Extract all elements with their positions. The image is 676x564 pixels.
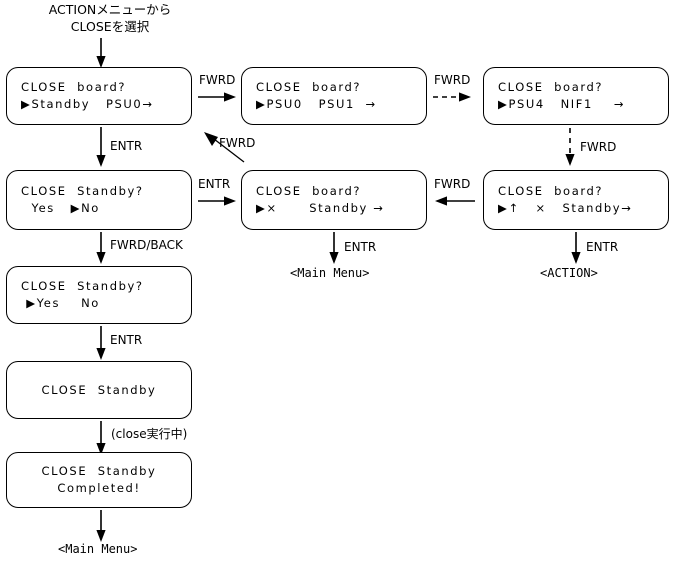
edge-label-entr-4: ENTR (586, 240, 619, 254)
arrow-return-fwrd-diagonal (200, 130, 248, 166)
terminal-action: <ACTION> (540, 266, 598, 280)
arrow-box3-to-box6-dashed (563, 128, 577, 166)
header-note-line1: ACTIONメニューから (48, 2, 172, 17)
arrow-note-to-box1 (94, 38, 108, 68)
lcd-line-2: ▶Standby PSU0→ (21, 97, 154, 111)
lcd-box-close-board-psu4-nif1[interactable]: CLOSE board? ▶PSU4 NIF1 → (483, 67, 669, 125)
lcd-box-close-standby-completed[interactable]: CLOSE Standby Completed! (6, 452, 192, 508)
edge-label-fwrd-left: FWRD (434, 177, 471, 191)
lcd-line-1: CLOSE board? (498, 184, 604, 198)
lcd-line-2: ▶PSU0 PSU1 → (256, 97, 377, 111)
lcd-line-1: CLOSE board? (256, 80, 362, 94)
lcd-line-2: ▶↑ × Standby→ (498, 201, 633, 215)
arrow-box2-to-box3-dashed (433, 90, 473, 104)
edge-label-fwrd-back: FWRD/BACK (110, 238, 183, 252)
edge-label-close-running-note: (close実行中) (111, 427, 188, 441)
lcd-box-close-standby-confirm-no[interactable]: CLOSE Standby? Yes ▶No (6, 170, 192, 230)
arrow-box1-to-box2 (198, 90, 238, 104)
edge-label-fwrd-1: FWRD (199, 73, 236, 87)
lcd-line-2: ▶PSU4 NIF1 → (498, 97, 626, 111)
arrow-box7-to-box8 (94, 326, 108, 360)
lcd-line-2: ▶Yes No (21, 296, 100, 310)
arrow-box5-to-main-menu (327, 232, 341, 264)
lcd-line-1: CLOSE board? (21, 80, 127, 94)
lcd-line-1: CLOSE Standby (41, 382, 157, 397)
edge-label-fwrd-2: FWRD (434, 73, 471, 87)
lcd-box-close-board-up-x-standby[interactable]: CLOSE board? ▶↑ × Standby→ (483, 170, 669, 230)
lcd-box-close-board-standby-psu0[interactable]: CLOSE board? ▶Standby PSU0→ (6, 67, 192, 125)
lcd-line-1: CLOSE board? (498, 80, 604, 94)
lcd-line-2: ▶× Standby → (256, 201, 385, 215)
lcd-box-close-standby-running[interactable]: CLOSE Standby (6, 361, 192, 419)
edge-label-entr-3: ENTR (344, 240, 377, 254)
arrow-box8-to-box9 (94, 421, 108, 455)
arrow-box1-to-box4 (94, 127, 108, 167)
edge-label-entr-5: ENTR (110, 333, 143, 347)
edge-label-fwrd-return: FWRD (219, 136, 256, 150)
lcd-box-close-standby-confirm-yes[interactable]: CLOSE Standby? ▶Yes No (6, 266, 192, 324)
terminal-main-menu-bottom: <Main Menu> (58, 542, 138, 556)
arrow-box6-to-action (569, 232, 583, 264)
arrow-box4-to-box7 (94, 232, 108, 264)
arrow-box6-to-box5-left (433, 194, 475, 208)
header-note-line2: CLOSEを選択 (70, 19, 150, 34)
lcd-box-close-board-psu0-psu1[interactable]: CLOSE board? ▶PSU0 PSU1 → (241, 67, 427, 125)
lcd-line-2: Yes ▶No (21, 201, 100, 215)
arrow-box4-to-box5 (198, 194, 238, 208)
arrow-box9-to-main-menu (94, 510, 108, 542)
lcd-line-2: Completed! (57, 481, 141, 495)
lcd-line-1: CLOSE Standby? (21, 279, 144, 293)
edge-label-fwrd-3: FWRD (580, 140, 617, 154)
edge-label-entr-1: ENTR (110, 139, 143, 153)
lcd-line-1: CLOSE Standby (41, 464, 157, 478)
lcd-line-1: CLOSE board? (256, 184, 362, 198)
terminal-main-menu-mid: <Main Menu> (290, 266, 370, 280)
edge-label-entr-2: ENTR (198, 177, 231, 191)
lcd-line-1: CLOSE Standby? (21, 184, 144, 198)
lcd-box-close-board-x-standby[interactable]: CLOSE board? ▶× Standby → (241, 170, 427, 230)
